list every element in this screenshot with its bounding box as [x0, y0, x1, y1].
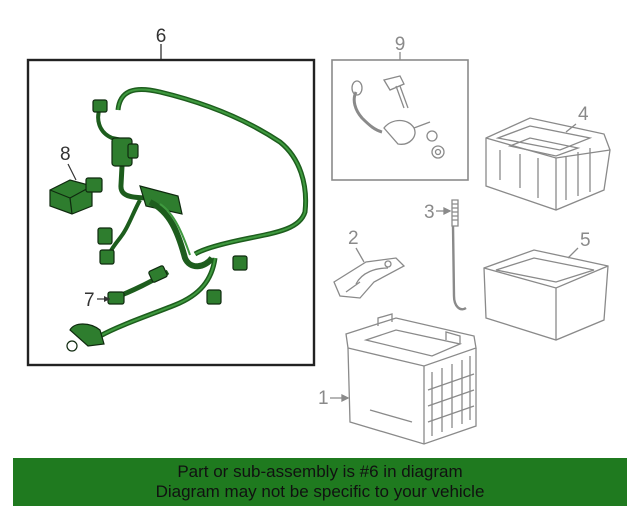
- callout-1[interactable]: 1: [318, 388, 329, 409]
- callout-6[interactable]: 6: [156, 26, 167, 47]
- part-5-battery-tray[interactable]: 5: [483, 230, 609, 341]
- part-6-group[interactable]: 6: [26, 26, 316, 367]
- connector-top-left: [92, 99, 108, 113]
- ring-terminal: [69, 323, 105, 347]
- callout-5-leader: [567, 247, 579, 259]
- callout-4-leader: [565, 123, 577, 133]
- part-4-battery-box[interactable]: 4: [485, 104, 611, 211]
- callout-2-leader: [355, 247, 365, 263]
- part-6-frame: [26, 58, 316, 367]
- clip-a: [232, 255, 248, 271]
- callout-3[interactable]: 3: [424, 202, 435, 223]
- part-2-bracket[interactable]: 2: [333, 228, 406, 299]
- callout-9[interactable]: 9: [395, 34, 406, 55]
- part-3-hold-down-rod[interactable]: 3: [424, 199, 467, 311]
- callout-7[interactable]: 7: [84, 290, 95, 311]
- battery-cable-harness[interactable]: [49, 86, 309, 352]
- banner-line-2: Diagram may not be specific to your vehi…: [155, 482, 485, 501]
- part-9-group[interactable]: 9: [331, 34, 469, 181]
- callout-5[interactable]: 5: [580, 230, 591, 251]
- junction-box: [139, 185, 183, 215]
- info-banner: Part or sub-assembly is #6 in diagram Di…: [13, 458, 627, 506]
- callout-2[interactable]: 2: [348, 228, 359, 249]
- clip-b: [206, 289, 222, 305]
- part-9-frame: [331, 59, 469, 181]
- callout-8-leader: [67, 163, 77, 181]
- banner-line-1: Part or sub-assembly is #6 in diagram: [177, 462, 463, 481]
- part-1-battery[interactable]: 1: [318, 313, 477, 445]
- callout-4[interactable]: 4: [578, 104, 589, 125]
- callout-8[interactable]: 8: [60, 144, 71, 165]
